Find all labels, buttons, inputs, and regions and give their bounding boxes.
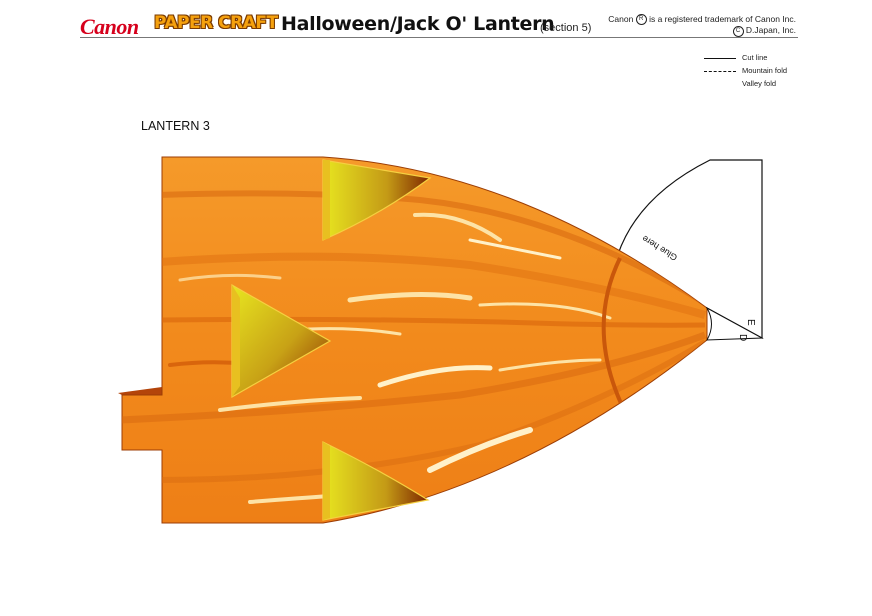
legend-item-valley: Valley fold — [704, 78, 814, 91]
nose-edge — [232, 285, 240, 397]
trademark-brand: Canon — [608, 14, 634, 24]
papercraft-logo: PAPER CRAFT — [154, 13, 278, 33]
canon-logo: Canon — [80, 14, 139, 39]
copyright-mark-icon: C — [732, 25, 744, 37]
marker-e: E — [745, 319, 756, 326]
pumpkin-texture — [122, 190, 707, 504]
trademark-text: is a registered trademark of Canon Inc. — [649, 14, 796, 24]
legend-label-cut: Cut line — [742, 53, 768, 62]
top-eye-edge — [323, 160, 330, 240]
registered-mark-icon: R — [635, 14, 647, 26]
cut-line-sample — [704, 58, 736, 59]
left-tab-shadow — [118, 387, 162, 395]
bottom-eye-cutout — [322, 441, 430, 521]
marker-d: D — [737, 334, 748, 341]
legend-label-mountain: Mountain fold — [742, 66, 788, 75]
header-divider — [80, 37, 798, 38]
page-header: Canon PAPER CRAFT Halloween/Jack O' Lant… — [80, 10, 798, 40]
tip-notch — [705, 306, 764, 341]
section-label: (section 5) — [540, 22, 592, 34]
pumpkin-body — [121, 156, 708, 524]
trademark-notice: Canon R is a registered trademark of Can… — [608, 14, 796, 37]
legend-label-valley: Valley fold — [742, 79, 777, 88]
bottom-eye-edge — [323, 442, 330, 520]
legend-item-mountain: Mountain fold — [704, 65, 814, 78]
line-legend: Cut line Mountain fold Valley fold — [704, 52, 814, 91]
page-title: Halloween/Jack O' Lantern — [281, 13, 555, 35]
piece-label: LANTERN 3 — [141, 119, 210, 133]
legend-item-cut: Cut line — [704, 52, 814, 65]
mountain-fold-sample — [704, 71, 736, 72]
glue-tab — [613, 159, 763, 340]
copyright-text: D.Japan, Inc. — [745, 25, 796, 36]
